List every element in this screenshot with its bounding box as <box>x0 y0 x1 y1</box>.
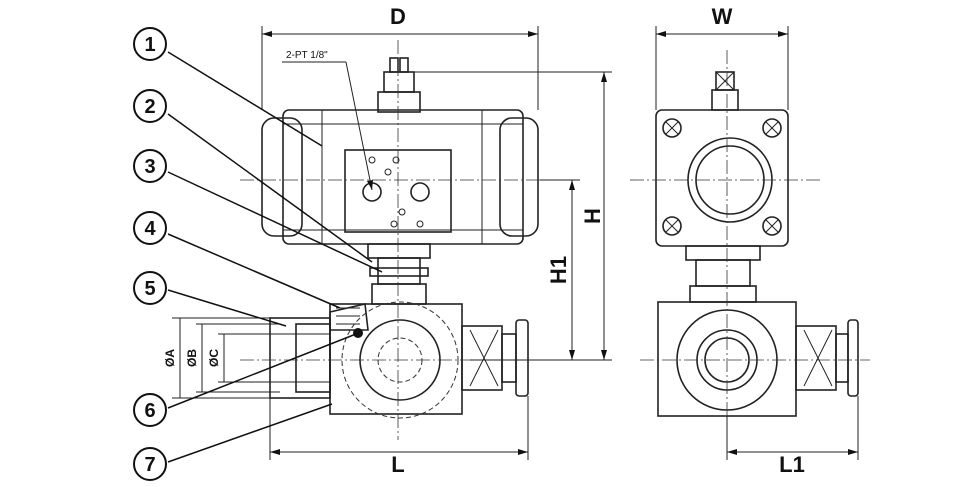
balloon-6-label: 6 <box>144 400 155 422</box>
actuator-body <box>261 109 539 245</box>
dim-D-label: D <box>390 4 406 29</box>
front-centerlines <box>240 40 560 440</box>
left-end-connector <box>269 317 331 399</box>
side-view-body <box>657 301 859 417</box>
side-view-bracket <box>685 245 761 303</box>
dim-B-label: ØB <box>185 349 199 367</box>
balloon-7-label: 7 <box>144 454 155 476</box>
dim-A-label: ØA <box>163 349 177 367</box>
balloon-7: 7 <box>133 447 167 481</box>
dim-H1-label: H1 <box>546 256 571 284</box>
port-note: 2-PT 1/8" <box>286 50 328 61</box>
balloon-3: 3 <box>133 149 167 183</box>
dimension-lines <box>172 26 859 460</box>
balloon-2-label: 2 <box>144 96 155 118</box>
namur-pad <box>344 149 452 233</box>
dim-H-label: H <box>580 208 605 224</box>
balloon-5-label: 5 <box>144 278 155 300</box>
stem-bracket <box>367 243 431 305</box>
balloon-leaders <box>167 51 383 463</box>
actuator-top-boss <box>377 57 421 113</box>
balloon-2: 2 <box>133 89 167 123</box>
balloon-4-label: 4 <box>144 218 156 240</box>
dimension-labels: D W H H1 L L1 ØA ØB ØC 2-PT 1/8" <box>163 4 805 477</box>
balloon-3-label: 3 <box>144 156 155 178</box>
balloon-4: 4 <box>133 211 167 245</box>
balloon-5: 5 <box>133 271 167 305</box>
dim-L1-label: L1 <box>779 452 805 477</box>
dim-W-label: W <box>712 4 733 29</box>
balloon-1: 1 <box>133 27 167 61</box>
balloon-6: 6 <box>133 393 167 427</box>
side-centerlines <box>630 50 870 450</box>
dim-C-label: ØC <box>207 349 221 367</box>
dim-L-label: L <box>391 452 404 477</box>
balloon-1-label: 1 <box>144 34 155 56</box>
right-end-connector <box>461 319 529 397</box>
side-view-actuator <box>655 71 789 247</box>
